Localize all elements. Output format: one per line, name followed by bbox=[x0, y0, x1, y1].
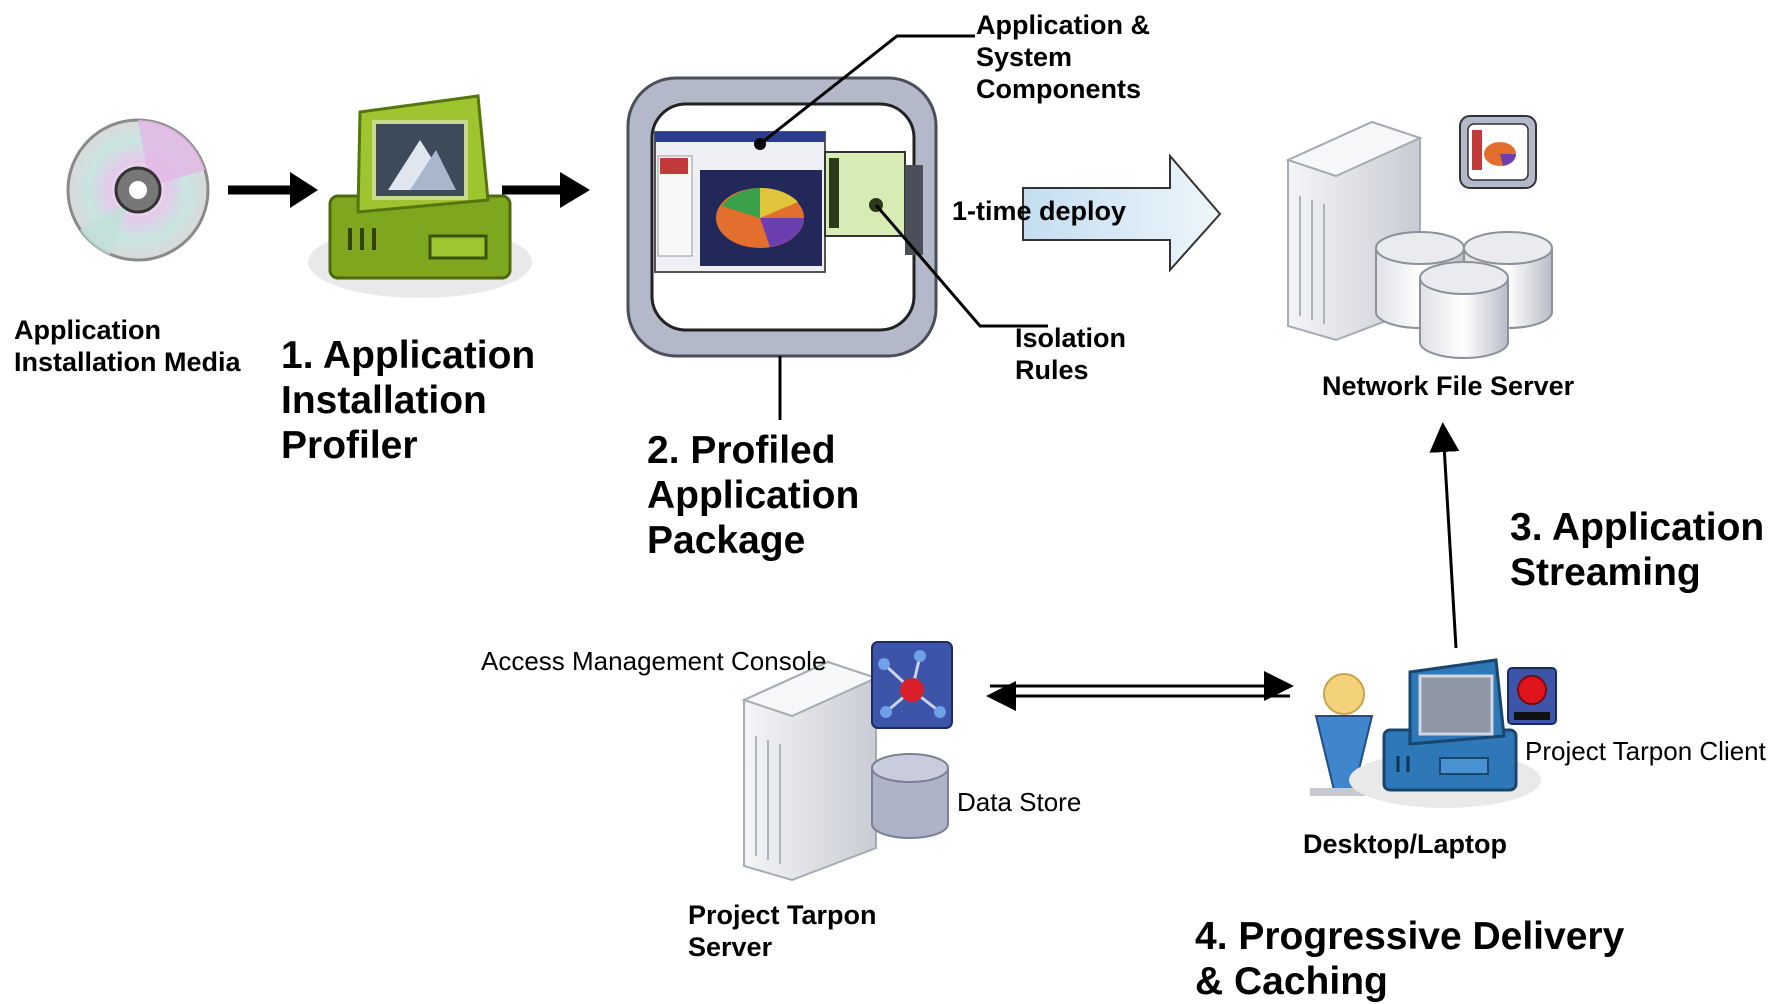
database-icon bbox=[871, 753, 949, 839]
label-one-time-deploy: 1-time deploy bbox=[952, 196, 1127, 226]
cd-disc-icon bbox=[66, 118, 210, 262]
leader-app-components bbox=[759, 34, 975, 146]
label-step4-delivery: 4. Progressive Delivery & Caching bbox=[1195, 915, 1625, 1003]
label-step2-package: 2. Profiled Application Package bbox=[647, 429, 860, 562]
leader-isolation-rules bbox=[874, 204, 1048, 328]
database-icon bbox=[1375, 231, 1553, 359]
profiler-computer-icon bbox=[308, 94, 532, 298]
label-isolation-rules: Isolation Rules bbox=[1015, 323, 1127, 385]
red-button-icon bbox=[1507, 667, 1557, 725]
deploy-arrow bbox=[1022, 153, 1222, 273]
client-computer-icon bbox=[1349, 658, 1541, 808]
molecule-icon bbox=[871, 641, 953, 729]
package-icon bbox=[626, 76, 938, 358]
label-app-components: Application & System Components bbox=[976, 10, 1150, 104]
package-small-icon bbox=[1459, 115, 1537, 189]
label-step3-streaming: 3. Application Streaming bbox=[1510, 506, 1765, 594]
label-desktop-laptop: Desktop/Laptop bbox=[1303, 829, 1508, 859]
server-tower-icon bbox=[741, 660, 879, 882]
label-access-console: Access Management Console bbox=[481, 646, 827, 676]
label-tarpon-server: Project Tarpon Server bbox=[688, 900, 877, 962]
label-tarpon-client: Project Tarpon Client bbox=[1525, 736, 1766, 766]
label-network-file-server: Network File Server bbox=[1322, 371, 1575, 401]
label-step1-profiler: 1. Application Installation Profiler bbox=[281, 334, 536, 467]
label-install-media: Application Installation Media bbox=[14, 315, 241, 377]
arrow-streaming bbox=[1429, 422, 1460, 649]
arrowhead bbox=[560, 172, 590, 208]
label-data-store: Data Store bbox=[957, 787, 1082, 817]
arrowhead bbox=[290, 172, 318, 208]
